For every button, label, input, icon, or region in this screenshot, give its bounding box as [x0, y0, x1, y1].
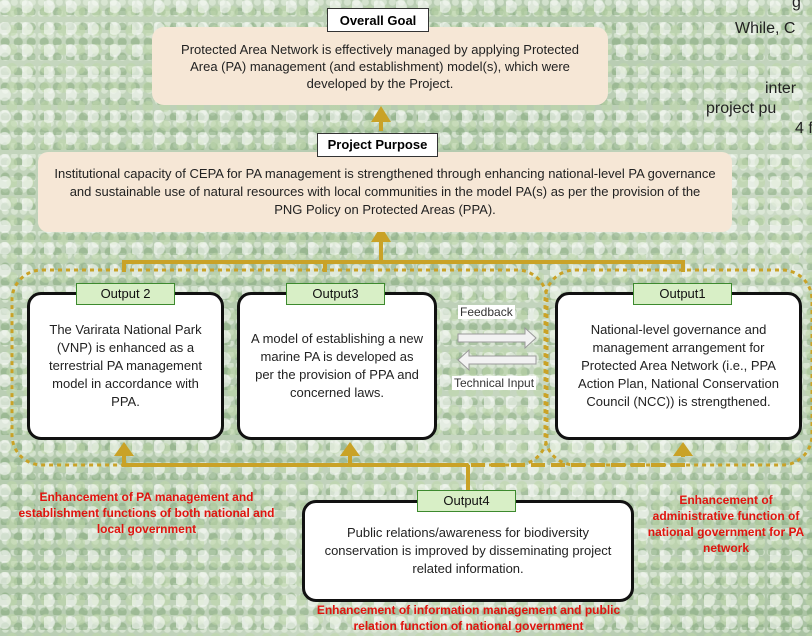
output3-text: A model of establishing a new marine PA … — [251, 331, 423, 400]
top-connector — [122, 260, 685, 272]
side-text-4: project pu — [706, 100, 777, 117]
output1-label: Output1 — [633, 283, 732, 305]
overall-goal-title: Overall Goal — [327, 8, 429, 32]
side-text-1: g — [792, 0, 801, 11]
project-purpose-box: Institutional capacity of CEPA for PA ma… — [38, 152, 732, 232]
enhancement-left: Enhancement of PA management and establi… — [18, 490, 275, 536]
enhancement-right: Enhancement of administrative function o… — [647, 493, 805, 555]
side-text-3: inter — [765, 80, 797, 97]
arrow-to-goal — [371, 106, 391, 122]
technical-input-label: Technical Input — [452, 376, 537, 390]
output3-box: A model of establishing a new marine PA … — [237, 292, 437, 440]
project-purpose-text: Institutional capacity of CEPA for PA ma… — [54, 166, 716, 217]
output4-text: Public relations/awareness for biodivers… — [324, 525, 612, 576]
side-text-2: While, C — [735, 20, 796, 37]
output1-box: National-level governance and management… — [555, 292, 802, 440]
project-purpose-title: Project Purpose — [317, 133, 438, 157]
feedback-label: Feedback — [458, 305, 515, 319]
output4-box: Public relations/awareness for biodivers… — [302, 500, 634, 602]
output2-box: The Varirata National Park (VNP) is enha… — [27, 292, 224, 440]
output4-label: Output4 — [417, 490, 516, 512]
side-text-5: 4 f — [795, 120, 812, 137]
enhancement-bottom: Enhancement of information management an… — [316, 603, 621, 633]
technical-input-arrow — [457, 348, 537, 372]
output1-text: National-level governance and management… — [578, 322, 779, 409]
arrow-to-purpose — [371, 226, 391, 242]
overall-goal-text: Protected Area Network is effectively ma… — [181, 41, 579, 91]
feedback-arrow — [457, 326, 537, 350]
output2-label: Output 2 — [76, 283, 175, 305]
overall-goal-box: Protected Area Network is effectively ma… — [152, 27, 608, 105]
output2-text: The Varirata National Park (VNP) is enha… — [49, 322, 202, 409]
output3-label: Output3 — [286, 283, 385, 305]
